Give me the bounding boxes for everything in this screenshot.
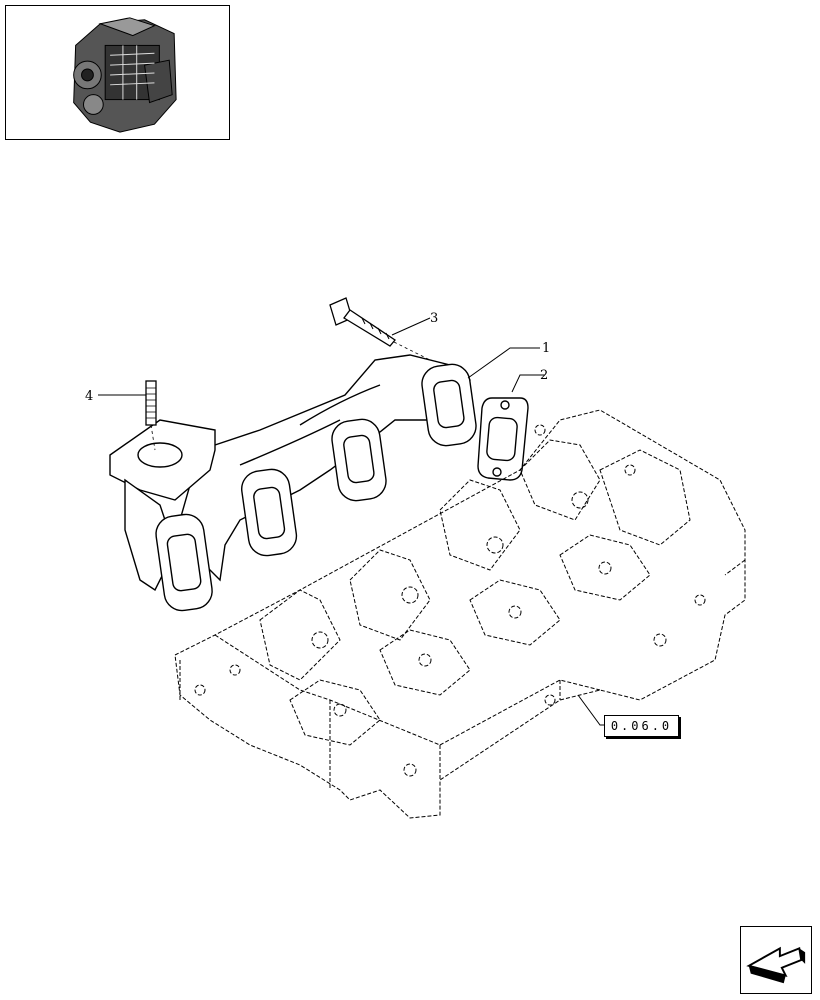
callout-4: 4 xyxy=(85,389,93,404)
engine-thumbnail-icon xyxy=(73,17,177,133)
engine-thumbnail xyxy=(5,5,230,140)
leader-lines xyxy=(98,317,604,726)
gasket xyxy=(477,397,529,481)
callout-3: 3 xyxy=(430,311,438,326)
stud xyxy=(145,380,157,451)
cylinder-head-outline xyxy=(174,409,746,819)
bolt xyxy=(329,297,431,361)
next-page-arrow-icon xyxy=(746,946,806,984)
exhaust-manifold xyxy=(109,354,477,612)
callout-1: 1 xyxy=(542,341,550,356)
callout-2: 2 xyxy=(540,368,548,383)
next-page-button[interactable] xyxy=(740,926,812,994)
section-reference-link[interactable]: 0.06.0 xyxy=(604,715,679,737)
